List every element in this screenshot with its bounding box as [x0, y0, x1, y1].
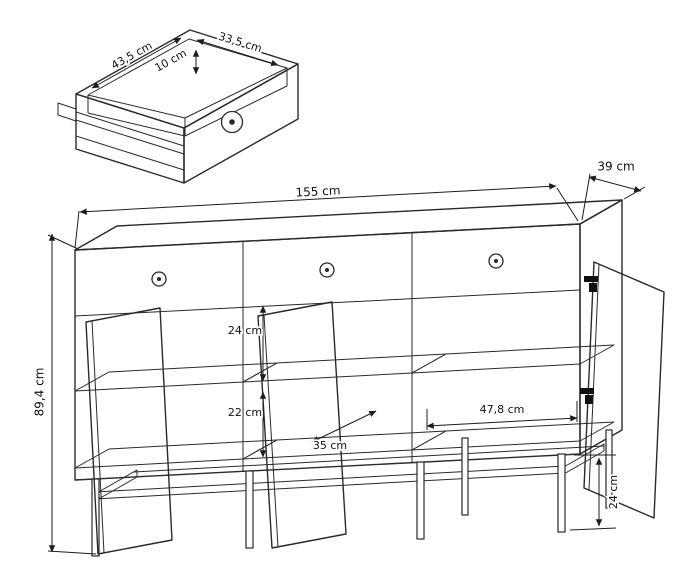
dimension-right-inner-width: 47,8 cm [426, 401, 578, 430]
drawer-knob-dot [229, 119, 235, 125]
dimension-cabinet-width: 155 cm [74, 182, 579, 249]
dimension-upper-compartment: 24 cm [226, 305, 267, 382]
dimension-leg-height: 24 cm [569, 454, 622, 531]
cabinet-height-label: 89,4 cm [33, 368, 47, 417]
leg-front-midright [416, 461, 425, 540]
door-left-thickness [91, 320, 105, 554]
knob-middle-dot [325, 268, 329, 272]
door-middle-open [257, 301, 347, 549]
dimension-lower-compartment: 22 cm [226, 391, 267, 458]
door-middle-thickness [263, 314, 279, 548]
drawer-slide-rails [75, 111, 185, 171]
cabinet-depth-label: 39 cm [597, 160, 634, 174]
drawer-slide-end [57, 102, 77, 122]
leg-height-label: 24 cm [607, 475, 620, 509]
leg-back-right [605, 429, 613, 509]
cabinet-view: 155 cm 39 cm 89,4 cm 24 cm 22 cm 35 cm [31, 158, 665, 557]
upper-compartment-label: 24 cm [228, 324, 262, 337]
knob-left-dot [157, 277, 161, 281]
floor-right [411, 421, 615, 451]
dimension-cabinet-depth: 39 cm [581, 158, 646, 221]
drawer-side-panel [75, 93, 185, 184]
hinge-bottom [580, 388, 594, 404]
back-rail [133, 445, 605, 473]
middle-inner-width-label: 35 cm [313, 439, 347, 452]
knob-right-dot [494, 259, 498, 263]
lower-compartment-label: 22 cm [228, 406, 262, 419]
leg-front-right [557, 453, 566, 533]
cabinet-width-label: 155 cm [295, 183, 341, 199]
leg-back-midright [461, 437, 469, 516]
leg-front-midleft [245, 470, 254, 549]
right-inner-width-label: 47,8 cm [480, 403, 525, 416]
door-right-thickness [588, 263, 600, 491]
dimension-cabinet-height: 89,4 cm [31, 233, 97, 555]
door-right-open [583, 261, 665, 519]
dimension-middle-inner-width: 35 cm [311, 410, 377, 454]
cabinet-doors [85, 261, 665, 555]
cabinet-drawer-knobs [151, 253, 504, 287]
hinge-top [584, 276, 598, 292]
door-left-open [85, 307, 173, 555]
shelf-right [411, 344, 615, 374]
